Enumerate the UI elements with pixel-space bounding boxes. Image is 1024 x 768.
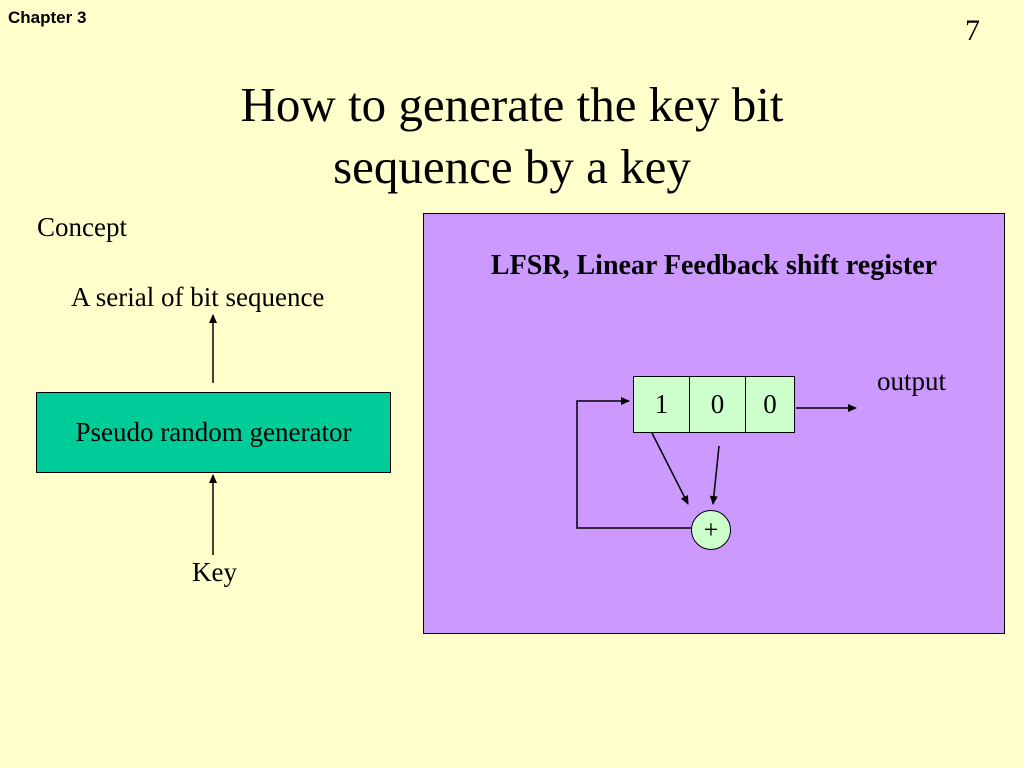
generator-label: Pseudo random generator bbox=[75, 417, 352, 447]
bit-sequence-label: A serial of bit sequence bbox=[71, 282, 325, 312]
slide-title: How to generate the key bit sequence by … bbox=[0, 74, 1024, 198]
lfsr-wiring bbox=[576, 397, 857, 529]
chapter-label: Chapter 3 bbox=[8, 8, 87, 27]
tap-arrow-cell-1 bbox=[651, 432, 689, 505]
xor-node: + bbox=[691, 510, 731, 550]
page-number: 7 bbox=[965, 14, 980, 47]
register-cell: 0 bbox=[690, 377, 746, 432]
concept-heading: Concept bbox=[37, 212, 127, 242]
register-cell: 1 bbox=[634, 377, 690, 432]
register-cell: 0 bbox=[763, 389, 777, 419]
key-label: Key bbox=[192, 557, 237, 587]
output-label: output bbox=[877, 366, 947, 396]
shift-register: 1 0 0 bbox=[633, 376, 795, 433]
lfsr-title: LFSR, Linear Feedback shift register bbox=[490, 250, 938, 281]
tap-arrow-cell-2 bbox=[709, 445, 720, 505]
pseudo-random-generator-box: Pseudo random generator bbox=[36, 392, 391, 473]
feedback-line bbox=[576, 397, 691, 529]
slide-title-line-2: sequence by a key bbox=[333, 139, 691, 195]
slide-title-line-1: How to generate the key bit bbox=[240, 77, 784, 132]
lfsr-panel: LFSR, Linear Feedback shift register 1 0… bbox=[423, 213, 1005, 634]
